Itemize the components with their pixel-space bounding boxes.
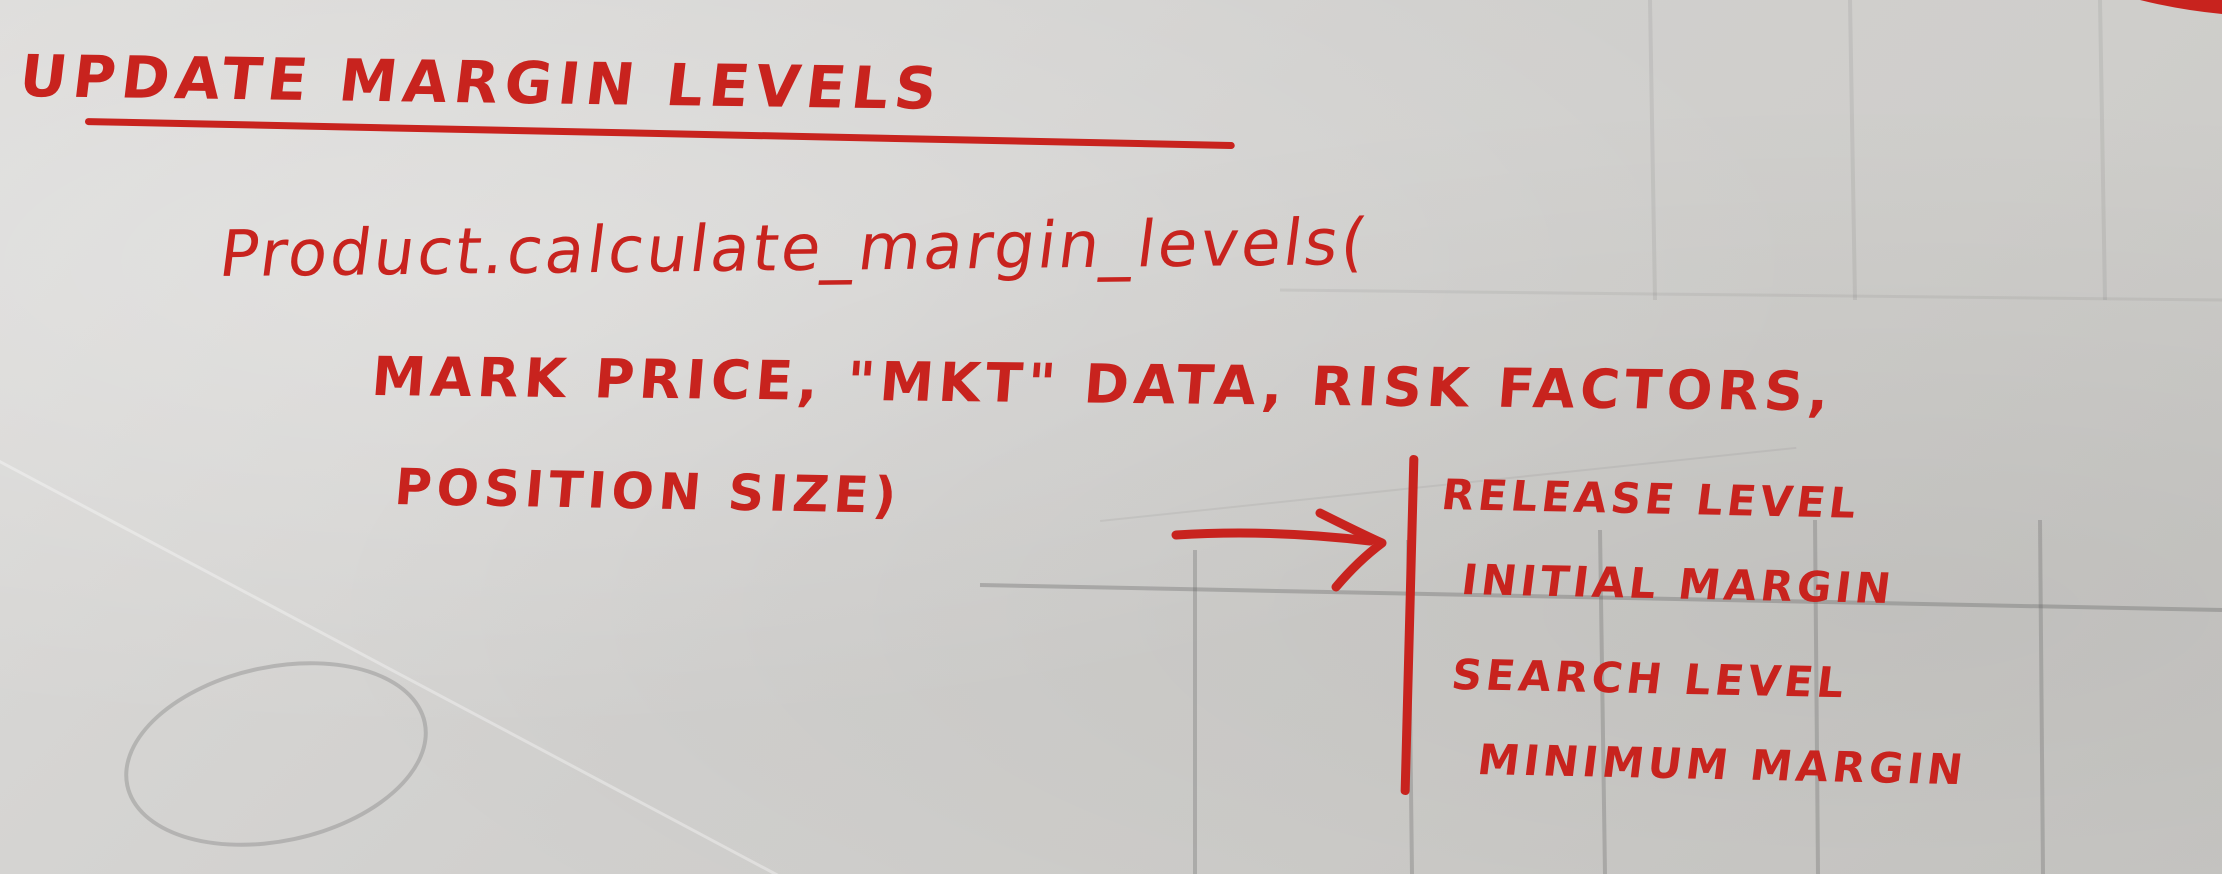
output-item: RELEASE LEVEL xyxy=(1438,470,1863,528)
output-item: SEARCH LEVEL xyxy=(1448,650,1851,708)
function-call: Product.calculate_margin_levels( xyxy=(215,205,1374,293)
output-item: INITIAL MARGIN xyxy=(1458,555,1898,613)
right-arrow-icon xyxy=(1171,508,1387,592)
arguments-line-2: POSITION SIZE) xyxy=(392,458,904,525)
output-item: MINIMUM MARGIN xyxy=(1474,735,1970,795)
note-heading: UPDATE MARGIN LEVELS xyxy=(15,42,947,123)
